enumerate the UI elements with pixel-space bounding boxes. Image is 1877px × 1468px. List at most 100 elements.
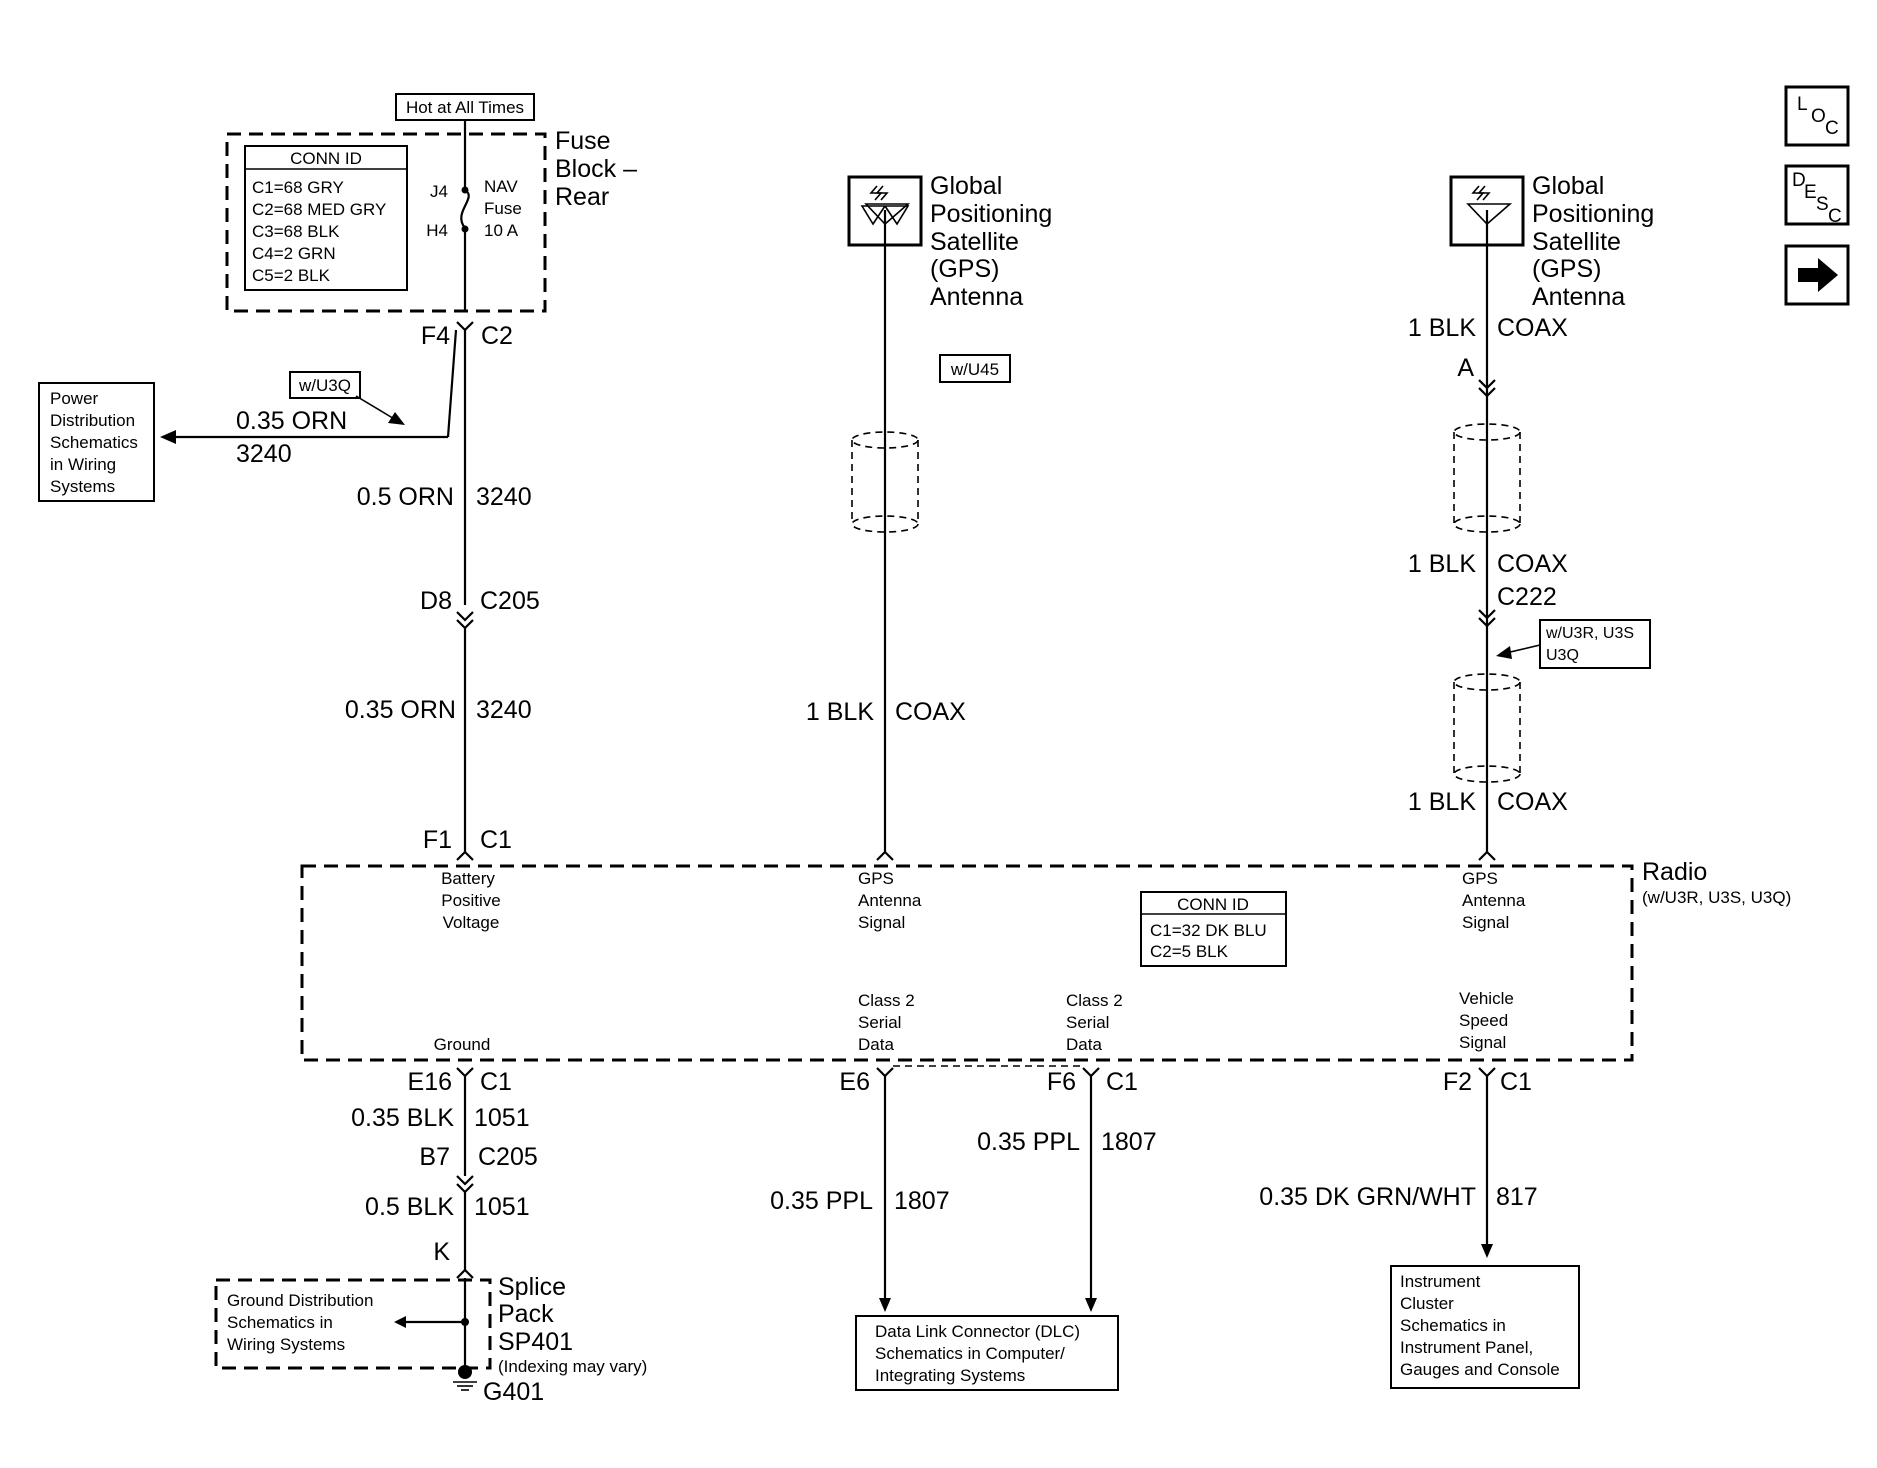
wire-color-label: 1 BLK (1408, 788, 1476, 816)
desc-button[interactable]: D E S C (1784, 164, 1850, 227)
coax-shield-symbol (1453, 673, 1521, 783)
power-distribution-box[interactable]: Power Distribution Schematics in Wiring … (38, 382, 155, 502)
terminal-class2-b-line3: Data (1066, 1035, 1102, 1054)
arrow-down-icon (879, 1298, 891, 1312)
wire-type-label: COAX (1497, 550, 1568, 578)
svg-text:Positioning: Positioning (930, 200, 1052, 228)
svg-text:Ground Distribution: Ground Distribution (227, 1291, 373, 1310)
connector-symbol (456, 850, 474, 861)
svg-text:Positioning: Positioning (1532, 200, 1654, 228)
terminal-gps-center-line3: Signal (858, 913, 905, 932)
antenna-icon (1466, 185, 1513, 226)
coax-shield-symbol (1453, 423, 1521, 533)
dlc-schematics-box[interactable]: Data Link Connector (DLC) Schematics in … (855, 1315, 1119, 1391)
fuse-block-title-line2: Block – (555, 155, 637, 183)
wire-type-label: COAX (895, 698, 966, 726)
circuit-number-label: 3240 (476, 696, 532, 724)
pin-j4: J4 (430, 182, 448, 201)
svg-text:(GPS): (GPS) (930, 255, 999, 283)
arrow-down-icon (1085, 1298, 1097, 1312)
wire-color-label: 0.35 DK GRN/WHT (1259, 1183, 1476, 1211)
svg-text:Instrument: Instrument (1400, 1272, 1481, 1291)
terminal-class2-b-line2: Serial (1066, 1013, 1109, 1032)
svg-text:Schematics in Computer/: Schematics in Computer/ (875, 1344, 1065, 1363)
next-page-button[interactable] (1784, 244, 1850, 306)
power-branch-wire-color: 0.35 ORN (236, 407, 347, 435)
svg-text:Antenna: Antenna (930, 283, 1023, 311)
connector-c205: C205 (478, 1143, 538, 1171)
svg-text:Satellite: Satellite (930, 228, 1019, 256)
splice-note: (Indexing may vary) (498, 1357, 647, 1376)
pin-e16: E16 (408, 1068, 452, 1096)
ground-g401-symbol: G401 (453, 1365, 544, 1406)
pin-e6: E6 (839, 1068, 870, 1096)
svg-text:Instrument Panel,: Instrument Panel, (1400, 1338, 1533, 1357)
pin-f1: F1 (423, 826, 452, 854)
radio-subtitle: (w/U3R, U3S, U3Q) (1642, 888, 1791, 907)
svg-text:Systems: Systems (50, 477, 115, 496)
terminal-battery-line2: Positive (441, 891, 501, 910)
wire-color-label: 0.35 PPL (770, 1187, 873, 1215)
svg-text:Integrating Systems: Integrating Systems (875, 1366, 1025, 1385)
terminal-vss-line2: Speed (1459, 1011, 1508, 1030)
terminal-class2-a-line3: Data (858, 1035, 894, 1054)
power-branch-circuit: 3240 (236, 440, 292, 468)
wire-type-label: COAX (1497, 788, 1568, 816)
conn-id-header: CONN ID (290, 149, 362, 168)
svg-text:w/U45: w/U45 (950, 360, 999, 379)
connector-symbol (1478, 850, 1496, 861)
terminal-gps-right-line1: GPS (1462, 869, 1498, 888)
wire-type-label: COAX (1497, 314, 1568, 342)
pin-f2: F2 (1443, 1068, 1472, 1096)
terminal-vss-line3: Signal (1459, 1033, 1506, 1052)
wire-color-label: 0.5 BLK (365, 1193, 454, 1221)
connector-c1: C1 (480, 826, 512, 854)
pin-b7: B7 (419, 1143, 450, 1171)
svg-text:Antenna: Antenna (1532, 283, 1625, 311)
conn-id-row: C2=5 BLK (1150, 942, 1229, 961)
connector-symbol (876, 1067, 894, 1078)
svg-text:Schematics in: Schematics in (1400, 1316, 1506, 1335)
connector-symbol (1478, 379, 1496, 398)
svg-text:Cluster: Cluster (1400, 1294, 1454, 1313)
terminal-class2-a-line2: Serial (858, 1013, 901, 1032)
svg-text:Data Link Connector (DLC): Data Link Connector (DLC) (875, 1322, 1080, 1341)
option-tag-w-u3r-u3s-u3q: w/U3R, U3S U3Q (1496, 619, 1651, 669)
connector-c205: C205 (480, 587, 540, 615)
wire-color-label: 0.5 ORN (357, 483, 454, 511)
instrument-cluster-box[interactable]: Instrument Cluster Schematics in Instrum… (1390, 1265, 1580, 1389)
ground-circuit: E16 C1 0.35 BLK 1051 B7 C205 0.5 BLK 105… (214, 1067, 647, 1406)
gps-antenna-right: Global Positioning Satellite (GPS) Anten… (1408, 172, 1654, 861)
loc-button[interactable]: L O C (1784, 85, 1850, 147)
connector-c1: C1 (480, 1068, 512, 1096)
connector-symbol (456, 321, 474, 332)
circuit-number-label: 1051 (474, 1104, 530, 1132)
terminal-gps-center-line1: GPS (858, 869, 894, 888)
hot-at-all-times-label: Hot at All Times (395, 93, 535, 121)
ground-id: G401 (483, 1378, 544, 1406)
svg-text:(GPS): (GPS) (1532, 255, 1601, 283)
connector-symbol (876, 850, 894, 861)
desc-letter-e: E (1804, 182, 1817, 203)
wire-color-label: 0.35 ORN (345, 696, 456, 724)
wire-color-label: 1 BLK (1408, 550, 1476, 578)
connector-c1: C1 (1500, 1068, 1532, 1096)
terminal-gps-right-line3: Signal (1462, 913, 1509, 932)
terminal-ground: Ground (434, 1035, 491, 1054)
arrow-down-icon (1481, 1244, 1493, 1258)
svg-text:Schematics: Schematics (50, 433, 138, 452)
option-tag-w-u45: w/U45 (939, 354, 1011, 383)
wire-color-label: 1 BLK (1408, 314, 1476, 342)
terminal-battery-line3: Voltage (443, 913, 500, 932)
conn-id-row: C5=2 BLK (252, 266, 331, 285)
svg-text:Wiring Systems: Wiring Systems (227, 1335, 345, 1354)
gps-antenna-center: Global Positioning Satellite (GPS) Anten… (806, 172, 1052, 861)
svg-text:Splice: Splice (498, 1273, 566, 1301)
antenna-icon (860, 185, 911, 226)
fuse-label-line2: Fuse (484, 199, 522, 218)
svg-text:Distribution: Distribution (50, 411, 135, 430)
option-tag-w-u3q: w/U3Q (289, 371, 405, 425)
fuse-label-line1: NAV (484, 177, 518, 196)
arrow-right-icon (1798, 258, 1838, 292)
